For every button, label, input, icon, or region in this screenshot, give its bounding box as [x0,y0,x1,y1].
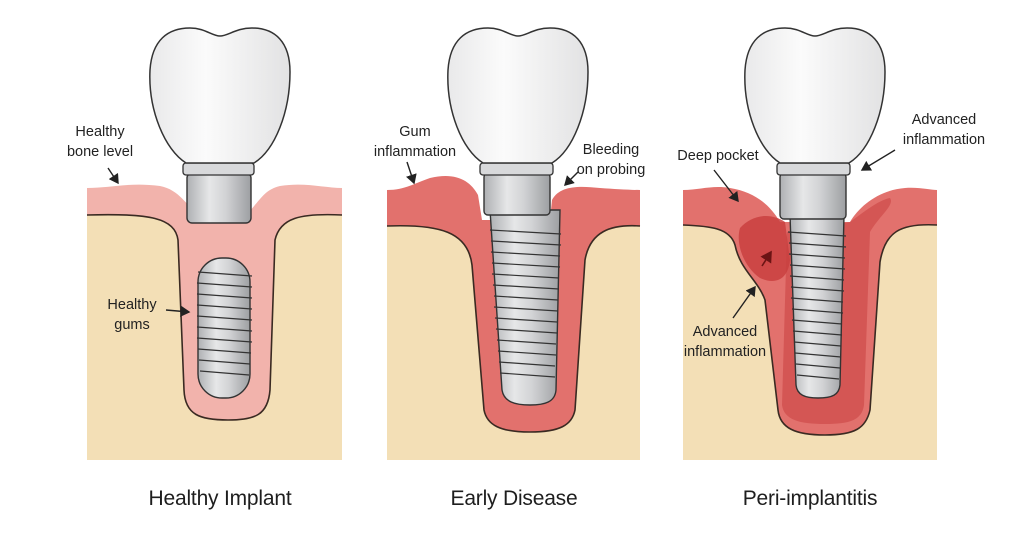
label-gum-inflammation: Gum inflammation [365,122,465,162]
bone-outline [386,224,641,433]
label-advanced-inflammation-top: Advanced inflammation [892,110,996,150]
crown [744,27,886,164]
arrow-advanced-inflammation-low [732,285,756,319]
label-line: Gum [399,124,431,140]
label-line: Advanced [692,324,758,340]
caption-early-disease: Early Disease [450,487,578,510]
arrow-bleeding [564,171,579,186]
deep-pocket [738,216,790,281]
abutment [779,172,847,220]
label-healthy-bone-level: Healthy bone level [60,122,140,162]
label-deep-pocket: Deep pocket [670,146,766,166]
label-line: Healthy [75,124,125,140]
abutment [186,172,252,224]
crown [447,27,589,164]
implant-screw [787,214,847,399]
panel-peri-implantitis [682,27,938,460]
label-line: inflammation [902,132,986,148]
arrow-healthy-gums [165,305,191,317]
label-advanced-inflammation-low: Advanced inflammation [678,322,772,362]
arrow-deep-pocket [713,169,739,203]
arrow-bone-level [107,167,119,185]
crown [149,27,291,164]
bone-outline [86,213,343,421]
arrow-advanced-inflammation-top [860,149,896,171]
label-line: Healthy [107,297,157,313]
label-line: on probing [576,162,646,178]
label-bleeding-on-probing: Bleeding on probing [568,140,654,180]
label-line: inflammation [683,344,767,360]
caption-healthy-implant: Healthy Implant [148,487,292,510]
panel-healthy [86,27,343,460]
label-line: Deep pocket [677,148,759,164]
implant-screw [196,257,253,399]
label-healthy-gums: Healthy gums [100,295,164,335]
arrow-pocket-inner [760,250,772,267]
label-line: bone level [66,144,134,160]
arrow-gum-inflammation [406,161,417,185]
abutment [483,172,551,216]
panel-early-disease [386,27,641,460]
label-line: gums [114,317,150,333]
implant-screw [489,209,562,406]
caption-peri-implantitis: Peri-implantitis [742,487,878,510]
label-line: Advanced [911,112,977,128]
label-line: Bleeding [582,142,640,158]
label-line: inflammation [373,144,457,160]
bone-outline [682,223,938,436]
